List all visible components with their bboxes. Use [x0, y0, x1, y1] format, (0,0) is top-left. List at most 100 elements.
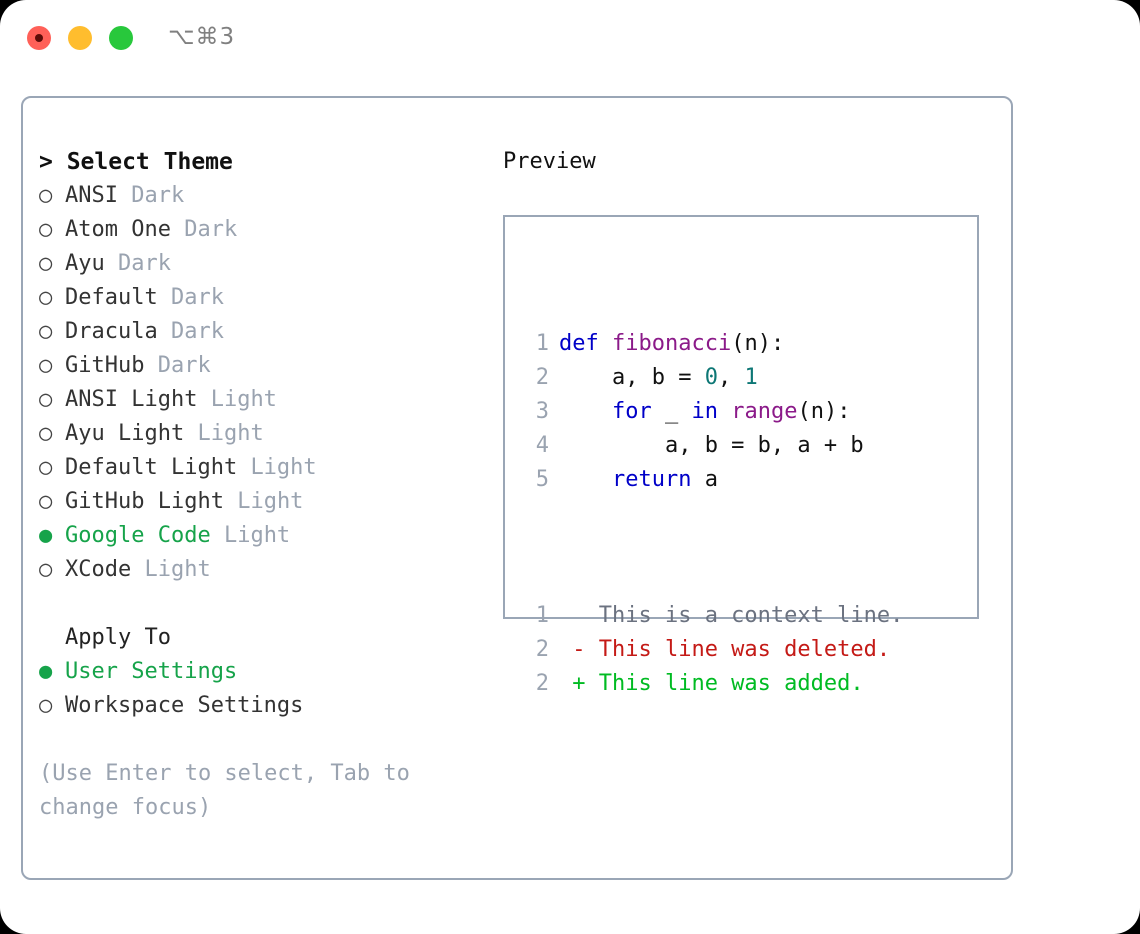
radio-unselected-icon: ○ [39, 693, 53, 718]
radio-unselected-icon: ○ [39, 421, 53, 446]
theme-option-github-light[interactable]: ○GitHub Light Light [39, 485, 479, 519]
apply-to-option-user-settings[interactable]: ● User Settings [39, 655, 479, 689]
code-line: 3 for _ in range(n): [521, 395, 969, 429]
theme-option-google-code[interactable]: ● Google Code Light [39, 519, 479, 553]
traffic-light-group [27, 26, 133, 50]
code-token [599, 331, 612, 356]
theme-selection-column: > Select Theme ○ANSI Dark○Atom One Dark○… [39, 145, 479, 825]
theme-option-variant: Light [144, 557, 211, 582]
theme-option-variant: Light [210, 387, 277, 412]
code-line: 2 a, b = 0, 1 [521, 361, 969, 395]
line-number: 1 [535, 603, 549, 628]
line-number: 2 [535, 365, 549, 390]
maximize-window-button[interactable] [109, 26, 133, 50]
code-token: range [731, 399, 798, 424]
theme-option-label: GitHub Light [65, 489, 224, 514]
apply-to-header: Apply To [65, 625, 171, 650]
radio-unselected-icon: ○ [39, 557, 53, 582]
code-token: return [611, 467, 692, 492]
radio-unselected-icon: ○ [39, 285, 53, 310]
theme-option-variant: Dark [131, 183, 185, 208]
theme-option-ayu[interactable]: ○Ayu Dark [39, 247, 479, 281]
theme-option-dracula[interactable]: ○ Dracula Dark [39, 315, 479, 349]
theme-option-ansi-light[interactable]: ○ ANSI Light Light [39, 383, 479, 417]
theme-option-default[interactable]: ○Default Dark [39, 281, 479, 315]
code-token [559, 467, 612, 492]
code-line: 5 return a [521, 463, 969, 497]
theme-option-label: XCode [65, 557, 132, 582]
content-panel: > Select Theme ○ANSI Dark○Atom One Dark○… [21, 96, 1013, 880]
theme-option-ansi[interactable]: ○ ANSI Dark [39, 179, 479, 213]
line-number: 4 [535, 433, 549, 458]
apply-to-option-label: User Settings [65, 659, 238, 684]
theme-option-variant: Dark [157, 353, 211, 378]
code-token: (n): [797, 399, 851, 424]
code-token: 0 [704, 365, 718, 390]
theme-option-label: Atom One [65, 217, 171, 242]
code-token [559, 399, 612, 424]
theme-option-ayu-light[interactable]: ○ Ayu Light Light [39, 417, 479, 451]
code-token: (n): [731, 331, 785, 356]
radio-unselected-icon: ○ [39, 489, 53, 514]
theme-option-xcode[interactable]: ○ XCode Light [39, 553, 479, 587]
code-token [718, 399, 731, 424]
theme-option-variant: Light [250, 455, 317, 480]
preview-title: Preview [503, 149, 596, 174]
radio-unselected-icon: ○ [39, 319, 53, 344]
keyboard-hint-text: (Use Enter to select, Tab to change focu… [39, 761, 424, 820]
title-bar: ⌥⌘3 [0, 0, 1140, 78]
close-window-button[interactable] [27, 26, 51, 50]
theme-option-label: ANSI Light [65, 387, 198, 412]
theme-option-label: Dracula [65, 319, 158, 344]
code-token: a, b = [559, 365, 705, 390]
code-token: def [559, 331, 599, 356]
code-token: 1 [744, 365, 758, 390]
theme-option-variant: Light [223, 523, 291, 548]
diff-line: 2 - This line was deleted. [521, 633, 969, 667]
theme-option-label: ANSI [65, 183, 118, 208]
radio-unselected-icon: ○ [39, 353, 53, 378]
code-token: , [717, 365, 745, 390]
code-token: a [691, 467, 718, 492]
diff-line: 1 This is a context line. [521, 599, 969, 633]
code-token: in [691, 399, 718, 424]
apply-to-option-label: Workspace Settings [65, 693, 304, 718]
theme-option-variant: Light [197, 421, 264, 446]
radio-unselected-icon: ○ [39, 251, 53, 276]
theme-list-header: > Select Theme [39, 149, 233, 175]
diff-sample-lines: 1 This is a context line.2 - This line w… [521, 599, 969, 701]
section-spacer [39, 587, 479, 621]
radio-selected-icon: ● [39, 523, 53, 548]
theme-option-atom-one[interactable]: ○Atom One Dark [39, 213, 479, 247]
theme-option-label: Google Code [65, 523, 211, 548]
radio-unselected-icon: ○ [39, 387, 53, 412]
theme-option-label: Default Light [65, 455, 238, 480]
theme-option-variant: Dark [184, 217, 238, 242]
radio-unselected-icon: ○ [39, 455, 53, 480]
line-number: 5 [535, 467, 549, 492]
code-token: _ [651, 399, 692, 424]
diff-line-text: This is a context line. [559, 603, 904, 628]
theme-option-label: Default [65, 285, 158, 310]
apply-to-option-workspace-settings[interactable]: ○ Workspace Settings [39, 689, 479, 723]
apply-to-option-list[interactable]: ● User Settings ○ Workspace Settings [39, 655, 479, 723]
theme-option-label: Ayu Light [65, 421, 185, 446]
theme-option-github[interactable]: ○ GitHub Dark [39, 349, 479, 383]
radio-unselected-icon: ○ [39, 183, 53, 208]
theme-option-label: GitHub [65, 353, 145, 378]
minimize-window-button[interactable] [68, 26, 92, 50]
code-token: fibonacci [612, 331, 732, 356]
diff-line: 2 + This line was added. [521, 667, 969, 701]
theme-option-list[interactable]: ○ANSI Dark○Atom One Dark○Ayu Dark○Defaul… [39, 179, 479, 587]
theme-option-label: Ayu [65, 251, 105, 276]
theme-option-default-light[interactable]: ○ Default Light Light [39, 451, 479, 485]
theme-option-variant: Dark [170, 319, 224, 344]
radio-selected-icon: ● [39, 659, 53, 684]
line-number: 2 [535, 671, 549, 696]
